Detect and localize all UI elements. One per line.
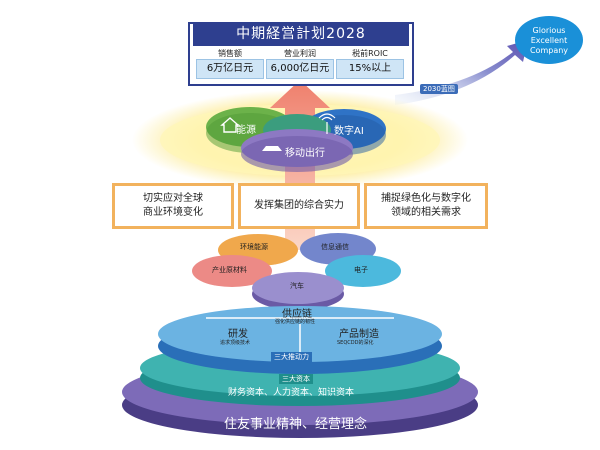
- vision-blueprint-label: 2030蓝图: [420, 84, 458, 94]
- electronics-oval: [325, 255, 401, 287]
- plan-title: 中期経営計划2028: [193, 22, 409, 46]
- vision-goal-circle: [515, 16, 583, 64]
- segment-environment-energy-label: 环境能源: [240, 243, 268, 251]
- strategy-box-synergy: 发挥集团的综合实力: [238, 183, 360, 229]
- driver-rnd-sub: 追求顶级技术: [220, 340, 251, 346]
- metric-profit-label: 营业利润: [284, 49, 316, 58]
- strategy-box-global: 切实应对全球 商业环境变化: [112, 183, 234, 229]
- segment-electronics-label: 电子: [354, 266, 368, 274]
- driver-manufacturing-label: 产品制造: [339, 329, 379, 340]
- metric-profit-value: 6,000亿日元: [266, 59, 334, 79]
- antenna-icon: [318, 113, 336, 134]
- vision-goal-label: Glorious Excellent Company: [529, 26, 569, 55]
- capitals-items: 财务资本、人力资本、知识资本: [228, 388, 355, 398]
- foundation-label: 住友事业精神、经营理念: [224, 417, 368, 432]
- focus-mobility-label: 移动出行: [285, 148, 325, 159]
- capitals-badge: 三大资本: [279, 374, 313, 384]
- driver-supply-chain-label: 供应链: [282, 309, 312, 320]
- vision-arrow: [395, 40, 528, 105]
- focus-energy-label: 能源: [236, 125, 256, 136]
- car-icon: [262, 146, 282, 151]
- focus-digital-label: 数字AI: [334, 126, 364, 137]
- driver-manufacturing-sub: SEQCDD的深化: [337, 340, 374, 346]
- segment-info-comm-label: 信息通信: [321, 243, 349, 251]
- materials-oval: [192, 255, 272, 287]
- strategy-box-green-digital: 捕捉绿色化与数字化 领域的相关需求: [364, 183, 488, 229]
- automotive-oval: [252, 272, 344, 304]
- driver-rnd-label: 研发: [228, 329, 248, 340]
- metric-sales-value: 6万亿日元: [196, 59, 264, 79]
- driver-supply-chain-sub: 强化供应链的韧性: [275, 319, 316, 325]
- segment-automotive-label: 汽车: [290, 282, 304, 290]
- drivers-badge: 三大推动力: [271, 352, 312, 362]
- metric-roic-label: 税前ROIC: [352, 49, 388, 58]
- segment-materials-label: 产业原材料: [212, 266, 247, 274]
- metric-roic-value: 15%以上: [336, 59, 404, 79]
- house-icon: [220, 117, 240, 133]
- metric-sales-label: 销售额: [218, 49, 242, 58]
